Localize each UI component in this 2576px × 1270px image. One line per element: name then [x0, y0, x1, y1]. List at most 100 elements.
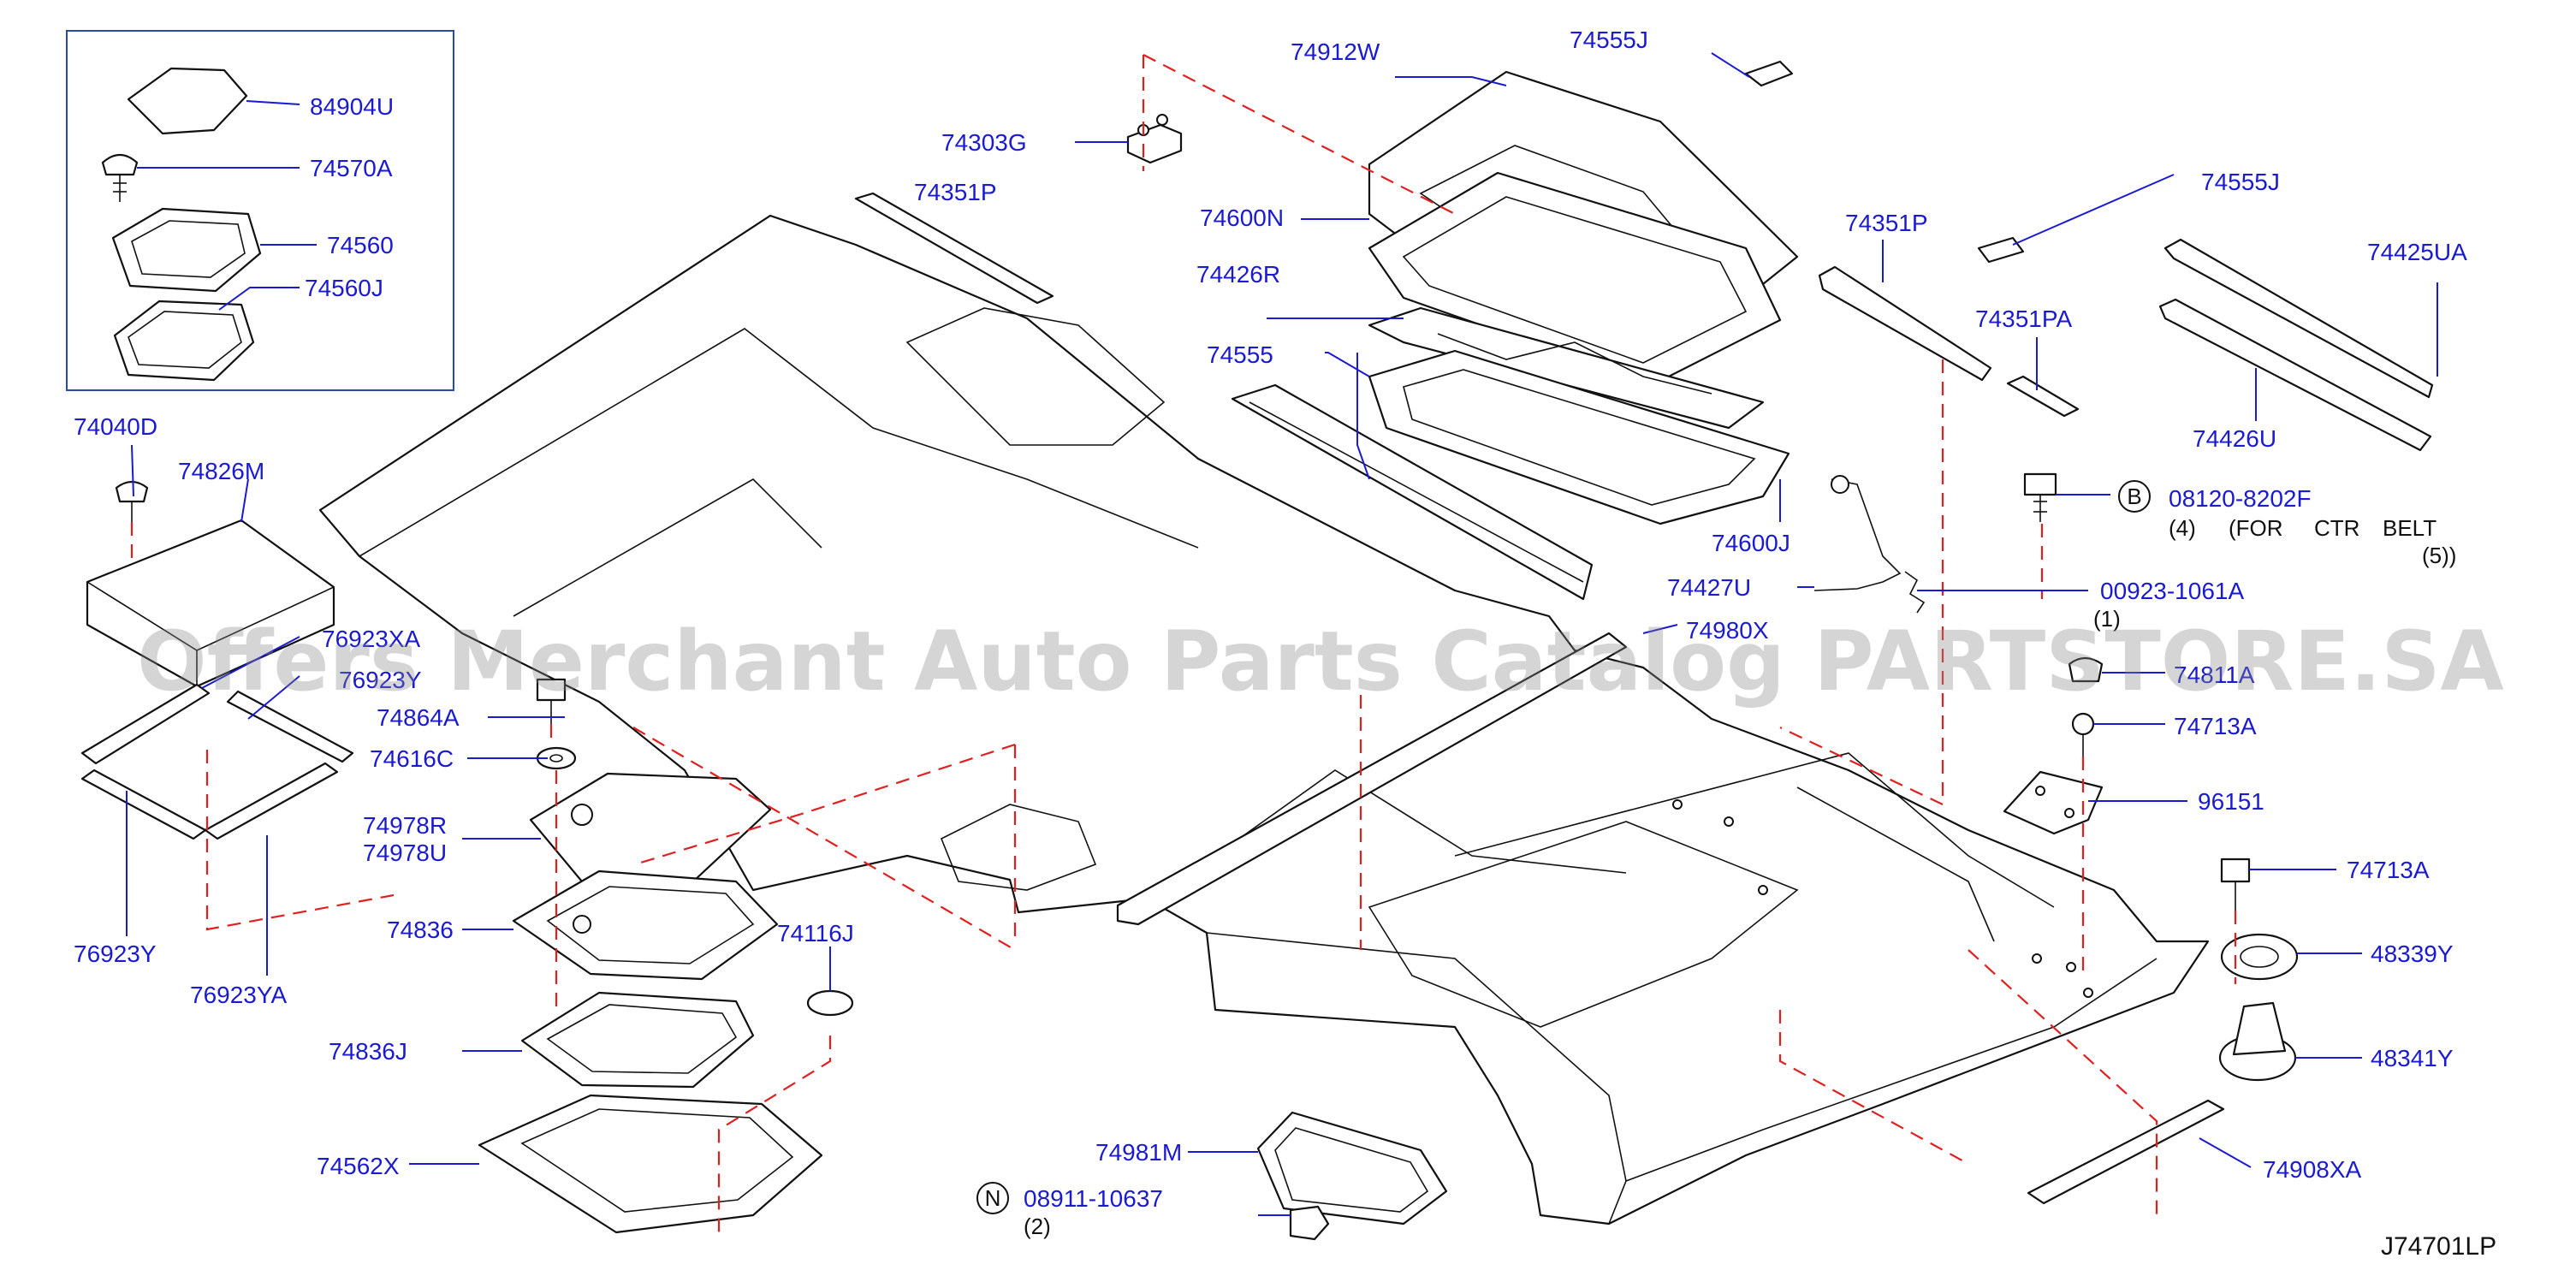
part-74427U-shape: [1813, 475, 1902, 591]
bolt-type-marker: [2118, 480, 2151, 513]
label-84904U[interactable]: 84904U: [310, 93, 394, 120]
part-74864A-shape: [536, 678, 567, 724]
part-96151-shape: [2003, 770, 2104, 835]
label-08911-qty: (2): [1024, 1214, 1051, 1239]
label-76923YA[interactable]: 76923YA: [190, 982, 287, 1008]
label-74555J-right[interactable]: 74555J: [2201, 169, 2280, 195]
part-74600J-shape: [1368, 349, 1790, 525]
part-48339Y-shape: [2220, 933, 2299, 981]
label-74836[interactable]: 74836: [387, 917, 454, 943]
hidden-alignment-lines: [130, 54, 2237, 1232]
part-74836J-shape: [520, 991, 755, 1089]
part-74560J-shape: [113, 300, 255, 382]
label-76923Y[interactable]: 76923Y: [74, 941, 157, 967]
label-76923Y-top[interactable]: 76923Y: [339, 667, 422, 693]
label-74560[interactable]: 74560: [327, 232, 394, 258]
part-74351PA-shape: [2006, 375, 2080, 418]
label-74555J-top[interactable]: 74555J: [1570, 27, 1648, 53]
label-74351P-right[interactable]: 74351P: [1845, 210, 1928, 236]
label-00923-qty: (1): [2093, 606, 2121, 632]
label-08120-qty: (4): [2169, 515, 2196, 541]
label-74978U[interactable]: 74978U: [363, 840, 447, 866]
part-74116J-shape: [806, 989, 854, 1017]
label-74555[interactable]: 74555: [1207, 341, 1273, 368]
leader-lines: [126, 52, 2438, 1216]
part-74978-shape: [529, 772, 772, 883]
watermark-text: Offers Merchant Auto Parts Catalog PARTS…: [137, 614, 2504, 709]
part-48341Y-shape: [2218, 1001, 2297, 1082]
part-74426R-shape: [1368, 306, 1765, 430]
label-74826M[interactable]: 74826M: [178, 458, 264, 484]
label-74351P-left[interactable]: 74351P: [914, 179, 997, 205]
part-74426U-shape: [2158, 298, 2432, 452]
part-74303G-shape: [1126, 114, 1183, 164]
label-74351PA[interactable]: 74351PA: [1975, 306, 2072, 332]
label-08120-note-belt: BELT: [2383, 515, 2437, 541]
label-08120-note-ctr: CTR: [2314, 515, 2359, 541]
label-74980X[interactable]: 74980X: [1686, 617, 1769, 644]
part-labels: 84904U 74570A 74560 74560J 74040D 74826M…: [74, 27, 2467, 1239]
nut-type-marker: [976, 1182, 1009, 1214]
part-74713A-2-shape: [2220, 858, 2251, 911]
label-74040D[interactable]: 74040D: [74, 413, 157, 440]
diagram-code: J74701LP: [2381, 1232, 2496, 1261]
label-74864A[interactable]: 74864A: [377, 704, 460, 731]
part-74040D-shape: [115, 480, 149, 522]
label-74713A-2[interactable]: 74713A: [2347, 857, 2430, 883]
label-74981M[interactable]: 74981M: [1095, 1139, 1182, 1166]
part-74826M-shape: [86, 519, 335, 688]
inset-frame: [66, 30, 454, 391]
label-74116J[interactable]: 74116J: [777, 920, 854, 947]
part-74981M-shape: [1256, 1111, 1448, 1225]
label-76923XA[interactable]: 76923XA: [322, 626, 421, 652]
part-74562X-shape: [478, 1094, 823, 1234]
label-08120-note-for: (FOR: [2229, 515, 2283, 541]
label-74600N[interactable]: 74600N: [1200, 205, 1284, 231]
label-74303G[interactable]: 74303G: [941, 129, 1027, 156]
part-74570A-shape: [101, 153, 139, 202]
part-74713A-1-shape: [2071, 712, 2095, 757]
label-74570A[interactable]: 74570A: [310, 155, 393, 181]
label-74713A-1[interactable]: 74713A: [2174, 713, 2257, 739]
label-74908XA[interactable]: 74908XA: [2263, 1156, 2362, 1183]
label-00923-1061A[interactable]: 00923-1061A: [2100, 578, 2244, 604]
label-74616C[interactable]: 74616C: [370, 745, 454, 772]
part-74351P-left-shape: [854, 192, 1054, 305]
nut-type-letter: N: [985, 1185, 1001, 1211]
label-74426R[interactable]: 74426R: [1196, 261, 1280, 288]
label-74836J[interactable]: 74836J: [329, 1038, 407, 1065]
part-74555J-top-shape: [1744, 60, 1794, 87]
part-00923-1061A-shape: [1904, 571, 1926, 614]
part-74555-shape: [1231, 383, 1594, 601]
label-74427U[interactable]: 74427U: [1667, 574, 1751, 601]
part-74351P-right-shape: [1818, 265, 1992, 382]
part-74908XA-shape: [2027, 1099, 2225, 1205]
part-84904U-shape: [127, 67, 248, 135]
part-08120-8202F-shape: [2023, 472, 2057, 522]
label-74560J[interactable]: 74560J: [305, 275, 383, 301]
part-74980X-shape: [1116, 632, 1628, 926]
part-74836-shape: [512, 869, 779, 981]
label-74811A[interactable]: 74811A: [2174, 662, 2255, 688]
label-48341Y[interactable]: 48341Y: [2371, 1045, 2454, 1071]
part-74425UA-shape: [2163, 238, 2434, 399]
label-74978R[interactable]: 74978R: [363, 812, 447, 839]
label-74562X[interactable]: 74562X: [317, 1153, 400, 1179]
label-74426U[interactable]: 74426U: [2193, 425, 2276, 452]
label-08120-8202F[interactable]: 08120-8202F: [2169, 485, 2312, 512]
part-74560-shape: [111, 207, 262, 293]
label-96151[interactable]: 96151: [2198, 788, 2264, 815]
label-08120-note-qty: (5)): [2422, 543, 2456, 568]
part-74600N-shape: [1368, 171, 1782, 387]
label-74600J[interactable]: 74600J: [1712, 530, 1790, 556]
part-08911-10637-shape: [1289, 1205, 1330, 1241]
part-74811A-shape: [2068, 656, 2104, 683]
bolt-type-letter: B: [2127, 484, 2141, 509]
label-74425UA[interactable]: 74425UA: [2367, 239, 2467, 265]
floor-panel-shape: [318, 214, 2210, 1225]
label-48339Y[interactable]: 48339Y: [2371, 941, 2454, 967]
label-74912W[interactable]: 74912W: [1291, 39, 1380, 65]
part-74555J-right-shape: [1977, 236, 2025, 264]
label-08911-10637[interactable]: 08911-10637: [1024, 1185, 1163, 1212]
